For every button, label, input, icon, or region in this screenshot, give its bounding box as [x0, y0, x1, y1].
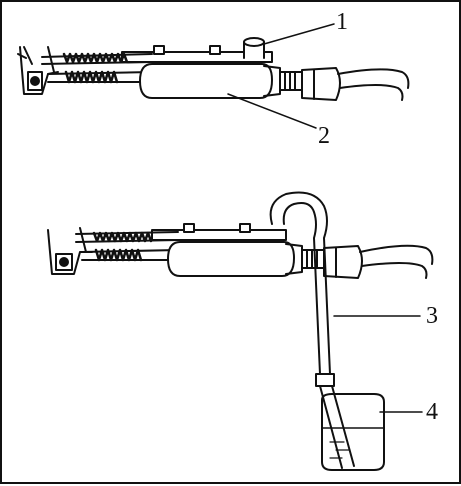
- callout-1: 1: [336, 9, 348, 35]
- upper-bracket: [17, 46, 59, 95]
- callout-3: 3: [426, 303, 438, 329]
- bleed-bottle: [321, 393, 385, 471]
- callout-4: 4: [426, 399, 438, 425]
- upper-clip-b: [209, 45, 221, 55]
- lower-clip-a: [183, 223, 195, 233]
- bleed-tube-sleeve: [315, 373, 335, 387]
- leader-1: [263, 23, 335, 45]
- upper-spring: [62, 52, 129, 64]
- upper-spring-lower: [64, 70, 119, 84]
- bleed-tube-in-bottle: [319, 385, 355, 469]
- lower-hose-a: [359, 244, 434, 265]
- lower-coupling: [323, 245, 363, 279]
- upper-clip-a: [153, 45, 165, 55]
- lower-assembly: [47, 191, 434, 471]
- upper-assembly: [17, 23, 410, 129]
- upper-rod: [121, 51, 273, 63]
- bottle-liquid-marks: [329, 441, 351, 459]
- bleed-nipple-top: [243, 37, 265, 47]
- lower-connector-ribs: [306, 249, 318, 269]
- lower-cylinder: [167, 241, 295, 277]
- upper-connector-ribs: [284, 71, 296, 91]
- upper-coupling: [301, 67, 341, 101]
- upper-cylinder: [139, 63, 273, 99]
- bleed-tube-loop-inner: [282, 202, 321, 375]
- upper-hose-b: [339, 84, 404, 101]
- lower-hose-b: [361, 262, 428, 279]
- lower-spring-lower: [94, 248, 143, 262]
- lower-bracket-hole: [59, 257, 69, 267]
- callout-2: 2: [318, 123, 330, 149]
- bleed-tube-loop: [269, 191, 331, 375]
- leader-2: [227, 93, 317, 129]
- upper-bracket-hole: [30, 76, 40, 86]
- lower-clip-b: [239, 223, 251, 233]
- upper-hose-a: [337, 68, 410, 89]
- lower-spring: [92, 231, 153, 243]
